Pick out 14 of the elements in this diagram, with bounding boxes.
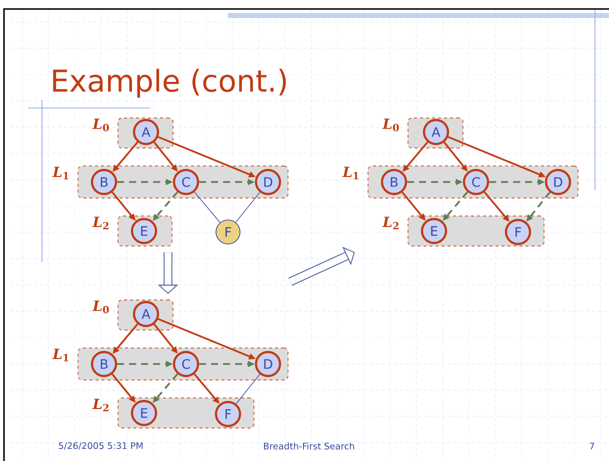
level-label: L$_{0}$ [92, 300, 109, 314]
level-label: L$_{0}$ [92, 118, 109, 132]
level-label: L$_{0}$ [382, 118, 399, 132]
footer-text: 5/26/2005 5:31 PM [58, 442, 143, 450]
slide-title: Example (cont.) [53, 68, 286, 98]
block-arrow [288, 246, 355, 286]
level-label: L$_{1}$ [52, 166, 68, 180]
footer-text: Breadth-First Search [264, 442, 354, 450]
level-label: L$_{1}$ [342, 166, 358, 180]
level-label: L$_{2}$ [92, 398, 108, 412]
level-label: L$_{2}$ [92, 216, 108, 230]
footer-text: 7 [590, 442, 594, 450]
level-label: L$_{2}$ [382, 216, 398, 230]
level-label: L$_{1}$ [52, 348, 68, 362]
